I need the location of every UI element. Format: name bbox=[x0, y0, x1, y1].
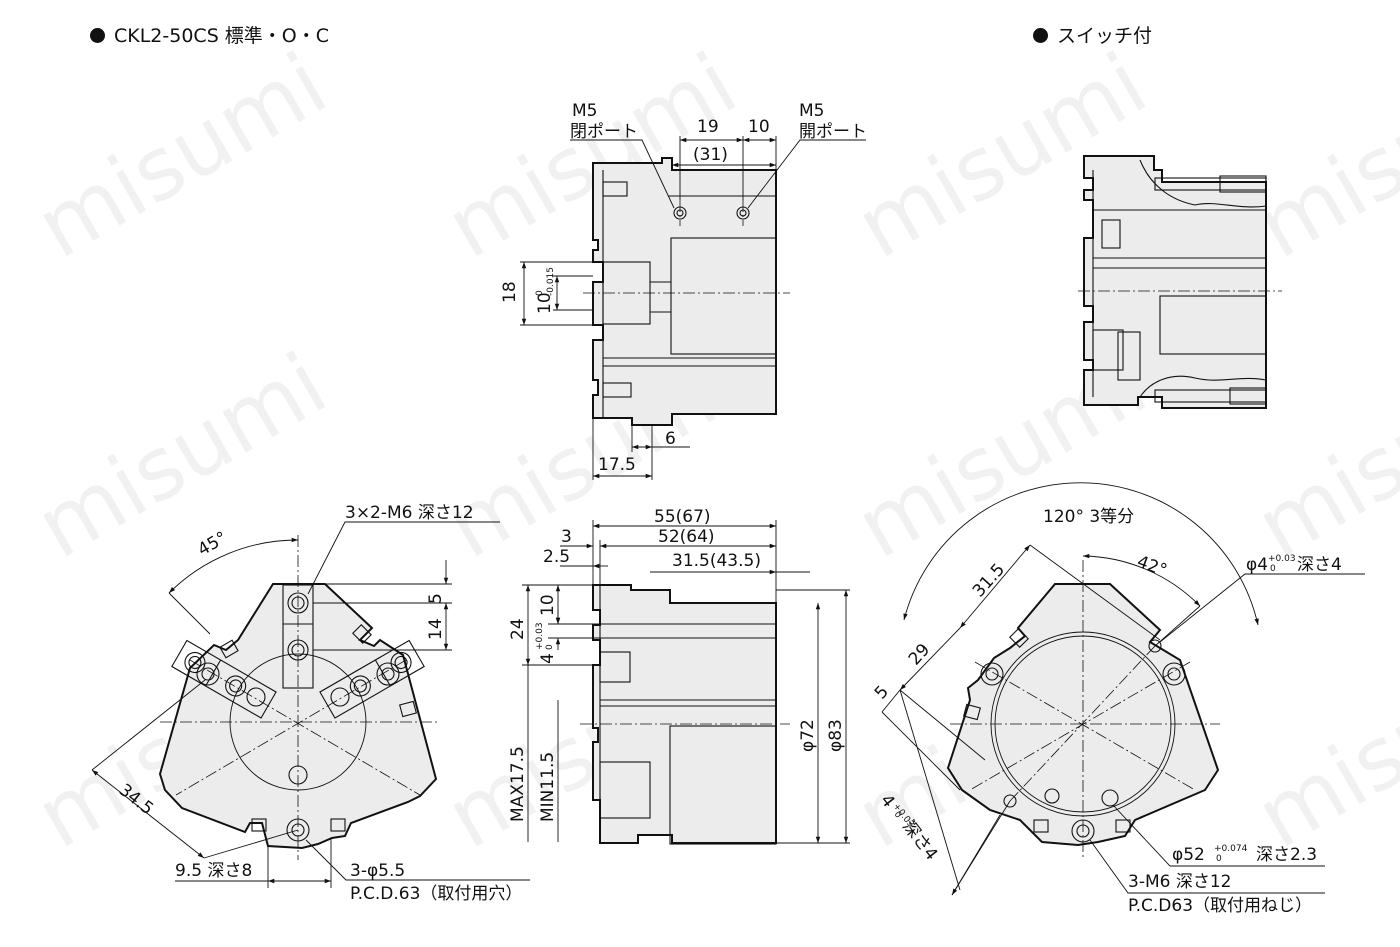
side-view-body bbox=[592, 584, 777, 844]
title-standard: CKL2-50CS 標準・O・C bbox=[90, 21, 329, 48]
angle-45: 45° bbox=[195, 528, 231, 560]
bore-tol-lower: 0 bbox=[1216, 854, 1222, 864]
switch-view bbox=[1078, 155, 1282, 409]
pin-hole-depth: 深さ4 bbox=[1297, 555, 1342, 575]
dim-dia72: φ72 bbox=[798, 719, 818, 752]
port-open-size: M5 bbox=[799, 101, 824, 121]
port-close-label: 閉ポート bbox=[570, 122, 638, 142]
pin-hole-dia: φ4 bbox=[1246, 555, 1268, 575]
dim-4: 4 bbox=[538, 653, 558, 664]
bullet-icon bbox=[90, 28, 105, 43]
bore-dia: φ52 bbox=[1172, 845, 1205, 865]
port-open-label: 開ポート bbox=[799, 122, 867, 142]
callout-pcd: P.C.D.63（取付用穴） bbox=[350, 884, 522, 904]
dim-min: MIN11.5 bbox=[538, 752, 558, 822]
watermark-text: misumi bbox=[21, 334, 344, 578]
dim-31: (31) bbox=[693, 145, 728, 165]
dim-9-5: 9.5 深さ8 bbox=[175, 861, 252, 881]
dim-18: 18 bbox=[500, 281, 520, 303]
dim-2-5: 2.5 bbox=[543, 547, 570, 567]
top-view: M5 閉ポート M5 開ポート 19 10 (31) 18 10 0 -0.01… bbox=[500, 101, 867, 480]
dim-10-tol: 10 bbox=[535, 292, 555, 314]
watermark-text: misumi bbox=[1241, 624, 1400, 868]
top-view-body bbox=[592, 157, 777, 426]
dim-29: 29 bbox=[905, 640, 934, 669]
tol-upper: 0 bbox=[535, 290, 545, 296]
watermark-text: misumi bbox=[21, 34, 344, 278]
angle-42: 42° bbox=[1134, 552, 1169, 581]
side-view: 55(67) 52(64) 3 2.5 31.5(43.5) 10 24 4 +… bbox=[508, 507, 850, 845]
dim-52: 52(64) bbox=[658, 527, 715, 547]
dim-19: 19 bbox=[697, 117, 719, 137]
tol-lower: -0.015 bbox=[546, 267, 556, 296]
pin-tol-lower-2: 0 bbox=[892, 810, 904, 821]
angle-120: 120° 3等分 bbox=[1043, 507, 1134, 527]
dim-5: 5 bbox=[871, 682, 893, 703]
tol-lower: 0 bbox=[545, 644, 555, 650]
dim-10: 10 bbox=[748, 117, 770, 137]
dim-31-5: 31.5(43.5) bbox=[672, 551, 761, 571]
title-switch: スイッチ付 bbox=[1033, 21, 1152, 48]
dim-10: 10 bbox=[538, 594, 558, 616]
callout-screw: 3-M6 深さ12 bbox=[1128, 872, 1231, 892]
dim-24: 24 bbox=[508, 618, 528, 640]
dim-dia83: φ83 bbox=[826, 719, 846, 752]
dim-14: 14 bbox=[426, 618, 446, 640]
dim-3: 3 bbox=[561, 527, 572, 547]
dim-17-5: 17.5 bbox=[598, 455, 636, 475]
dim-5: 5 bbox=[426, 593, 446, 604]
callout-pcd: P.C.D63（取付用ねじ） bbox=[1128, 896, 1312, 916]
bore-depth: 深さ2.3 bbox=[1256, 845, 1317, 865]
dim-max: MAX17.5 bbox=[508, 746, 528, 822]
bullet-icon bbox=[1033, 28, 1048, 43]
dim-31-5: 31.5 bbox=[969, 560, 1009, 602]
bore-tol-upper: +0.074 bbox=[1214, 844, 1248, 854]
tol-upper: +0.03 bbox=[535, 622, 545, 650]
dim-6: 6 bbox=[665, 429, 676, 449]
pin-tol-lower: 0 bbox=[1270, 564, 1276, 574]
callout-mount-holes: 3-φ5.5 bbox=[350, 861, 405, 881]
dim-55: 55(67) bbox=[654, 507, 711, 527]
pin-tol-upper: +0.03 bbox=[1268, 554, 1296, 564]
front-view: 3×2-M6 深さ12 45° 5 14 34.5 9.5 深さ8 3-φ5.5… bbox=[91, 503, 530, 904]
port-close-size: M5 bbox=[572, 101, 597, 121]
callout-pin-holes: 3×2-M6 深さ12 bbox=[345, 503, 474, 523]
